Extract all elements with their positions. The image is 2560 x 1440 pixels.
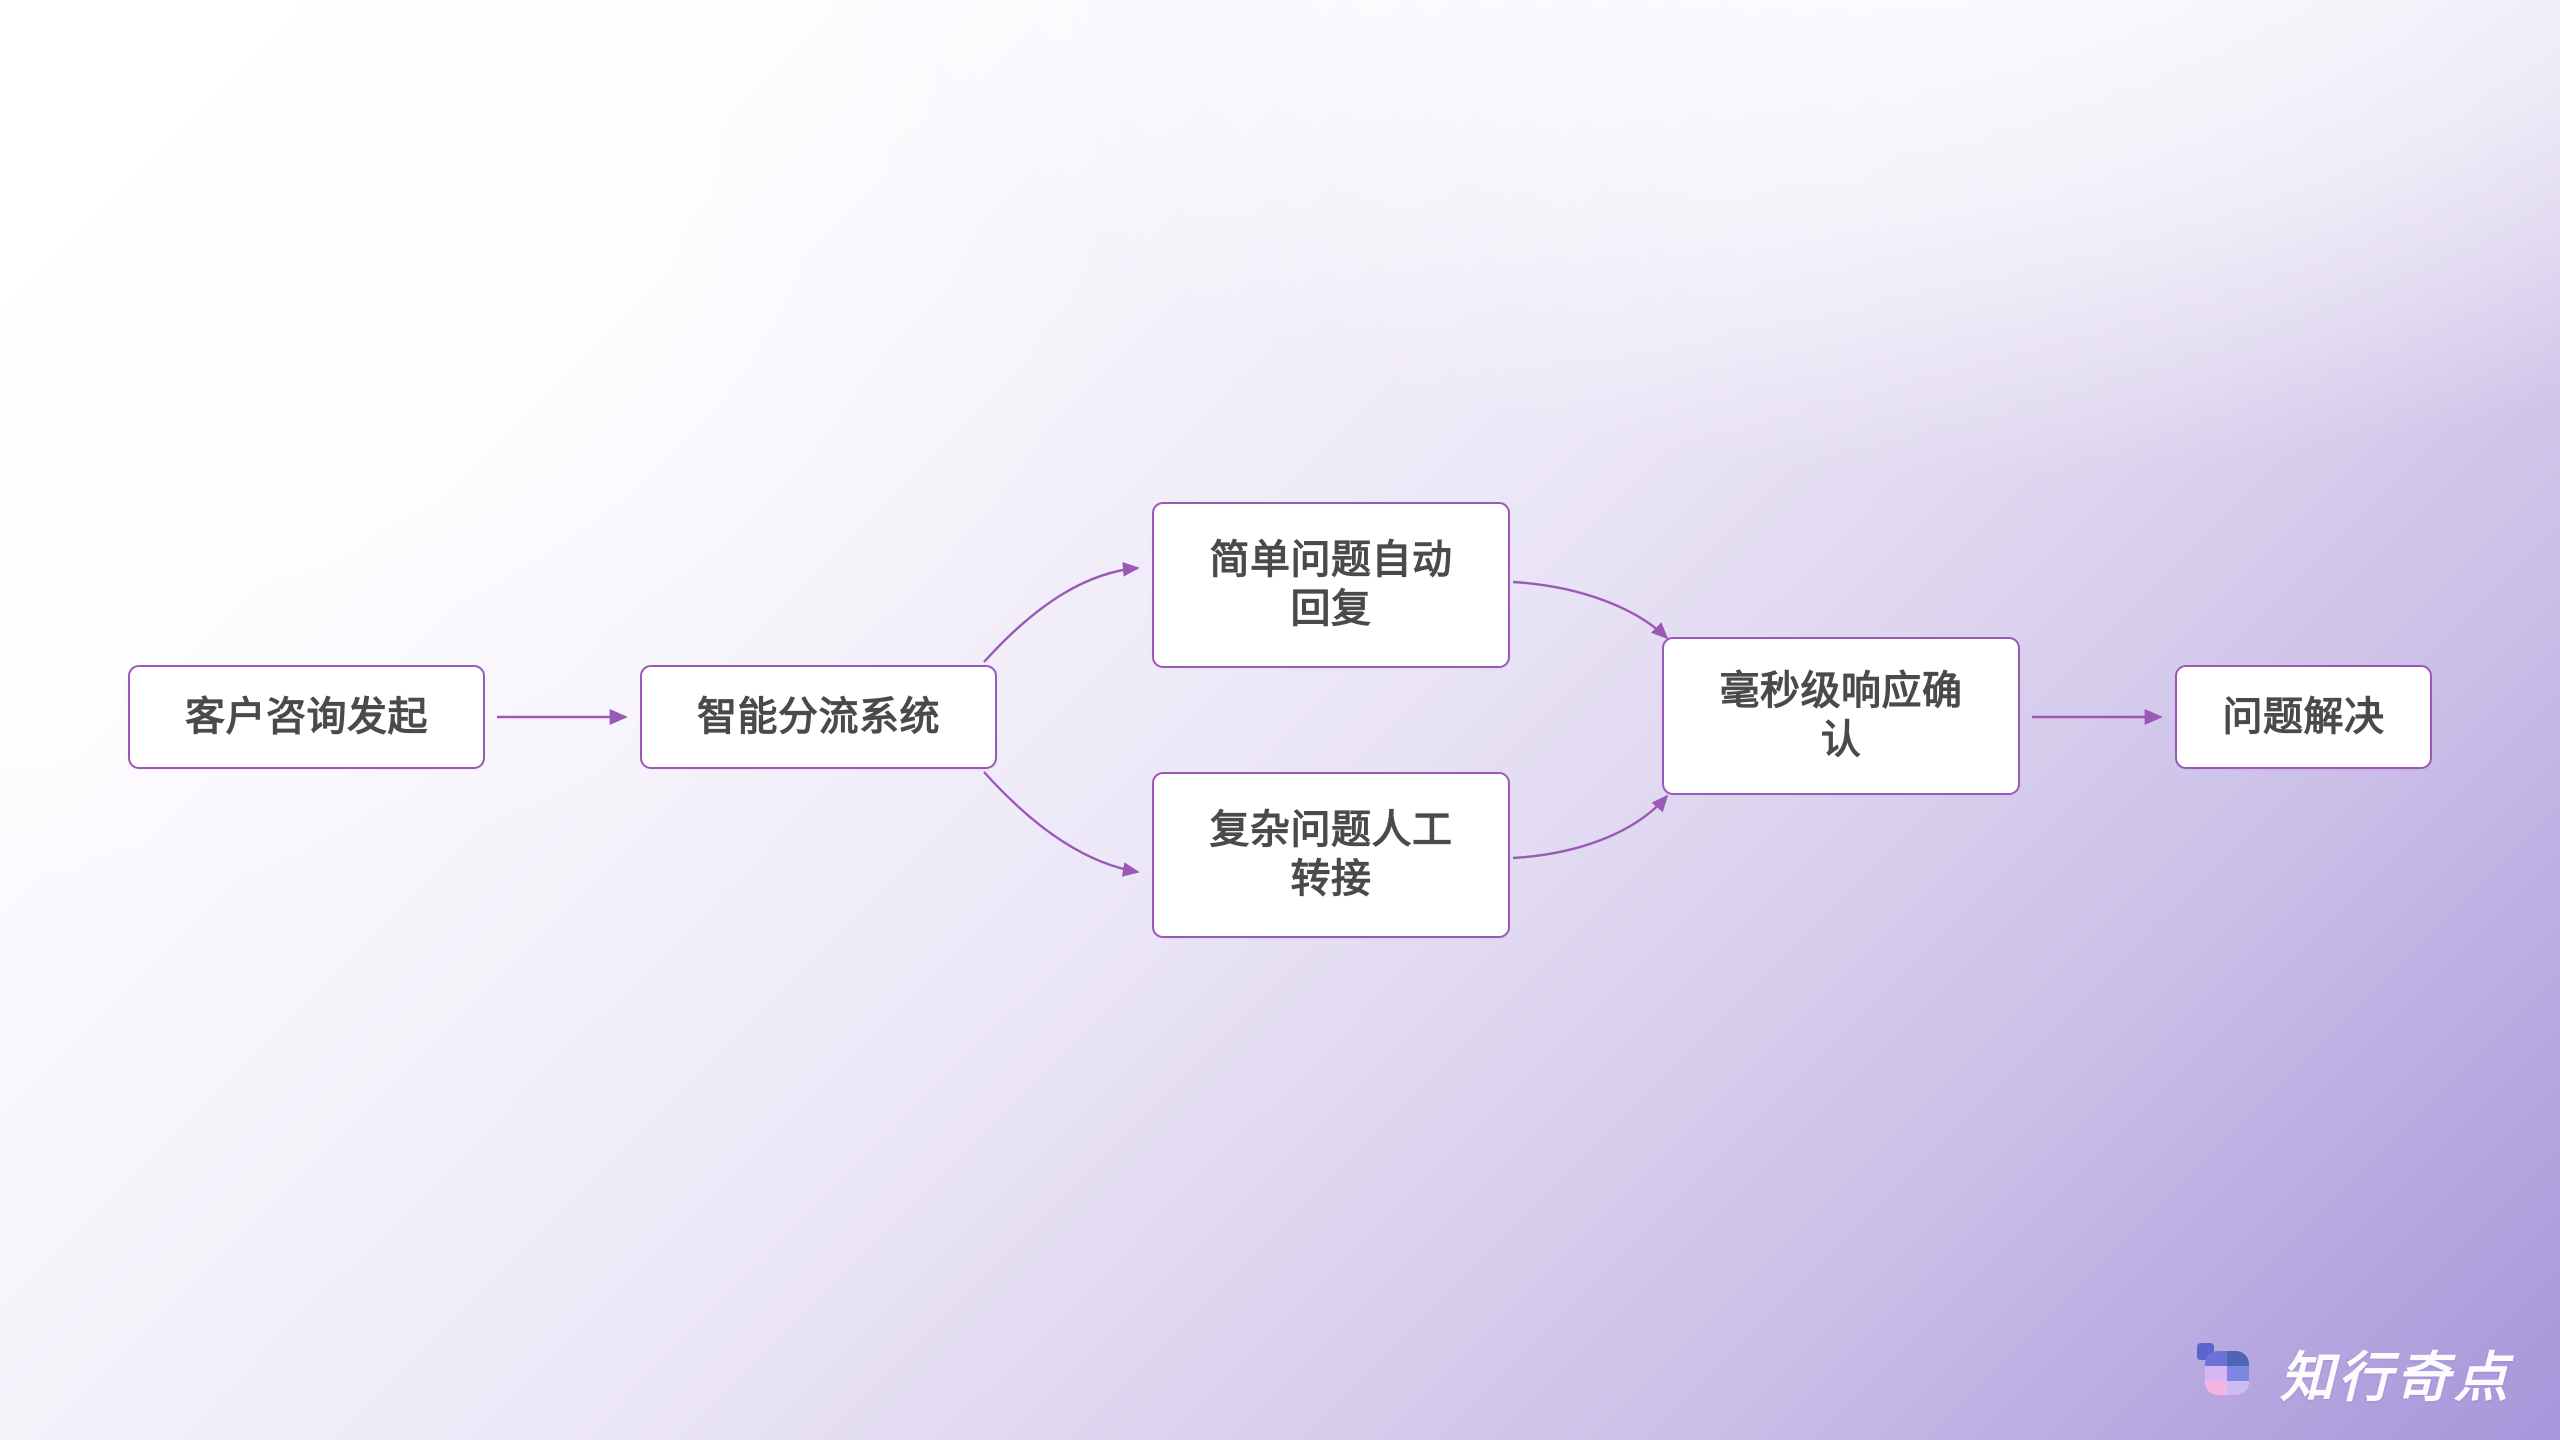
node-customer-inquiry[interactable]: 客户咨询发起 bbox=[128, 665, 485, 769]
edge-n4-n5 bbox=[1512, 794, 1669, 860]
node-label: 问题解决 bbox=[2222, 694, 2385, 739]
edge-n3-n5 bbox=[1512, 580, 1669, 640]
node-label: 毫秒级响应确认 bbox=[1719, 669, 1963, 762]
node-label: 智能分流系统 bbox=[697, 694, 940, 739]
node-label: 简单问题自动回复 bbox=[1209, 538, 1453, 631]
edge-n2-n4 bbox=[983, 771, 1140, 877]
node-millisecond-response-confirm[interactable]: 毫秒级响应确认 bbox=[1662, 637, 2020, 795]
edge-n2-n3 bbox=[983, 561, 1140, 663]
node-intelligent-routing[interactable]: 智能分流系统 bbox=[640, 665, 997, 769]
node-label: 复杂问题人工转接 bbox=[1209, 808, 1453, 901]
node-simple-auto-reply[interactable]: 简单问题自动回复 bbox=[1152, 502, 1510, 668]
node-issue-resolved[interactable]: 问题解决 bbox=[2175, 665, 2432, 769]
node-complex-human-transfer[interactable]: 复杂问题人工转接 bbox=[1152, 772, 1510, 938]
node-label: 客户咨询发起 bbox=[185, 694, 428, 739]
